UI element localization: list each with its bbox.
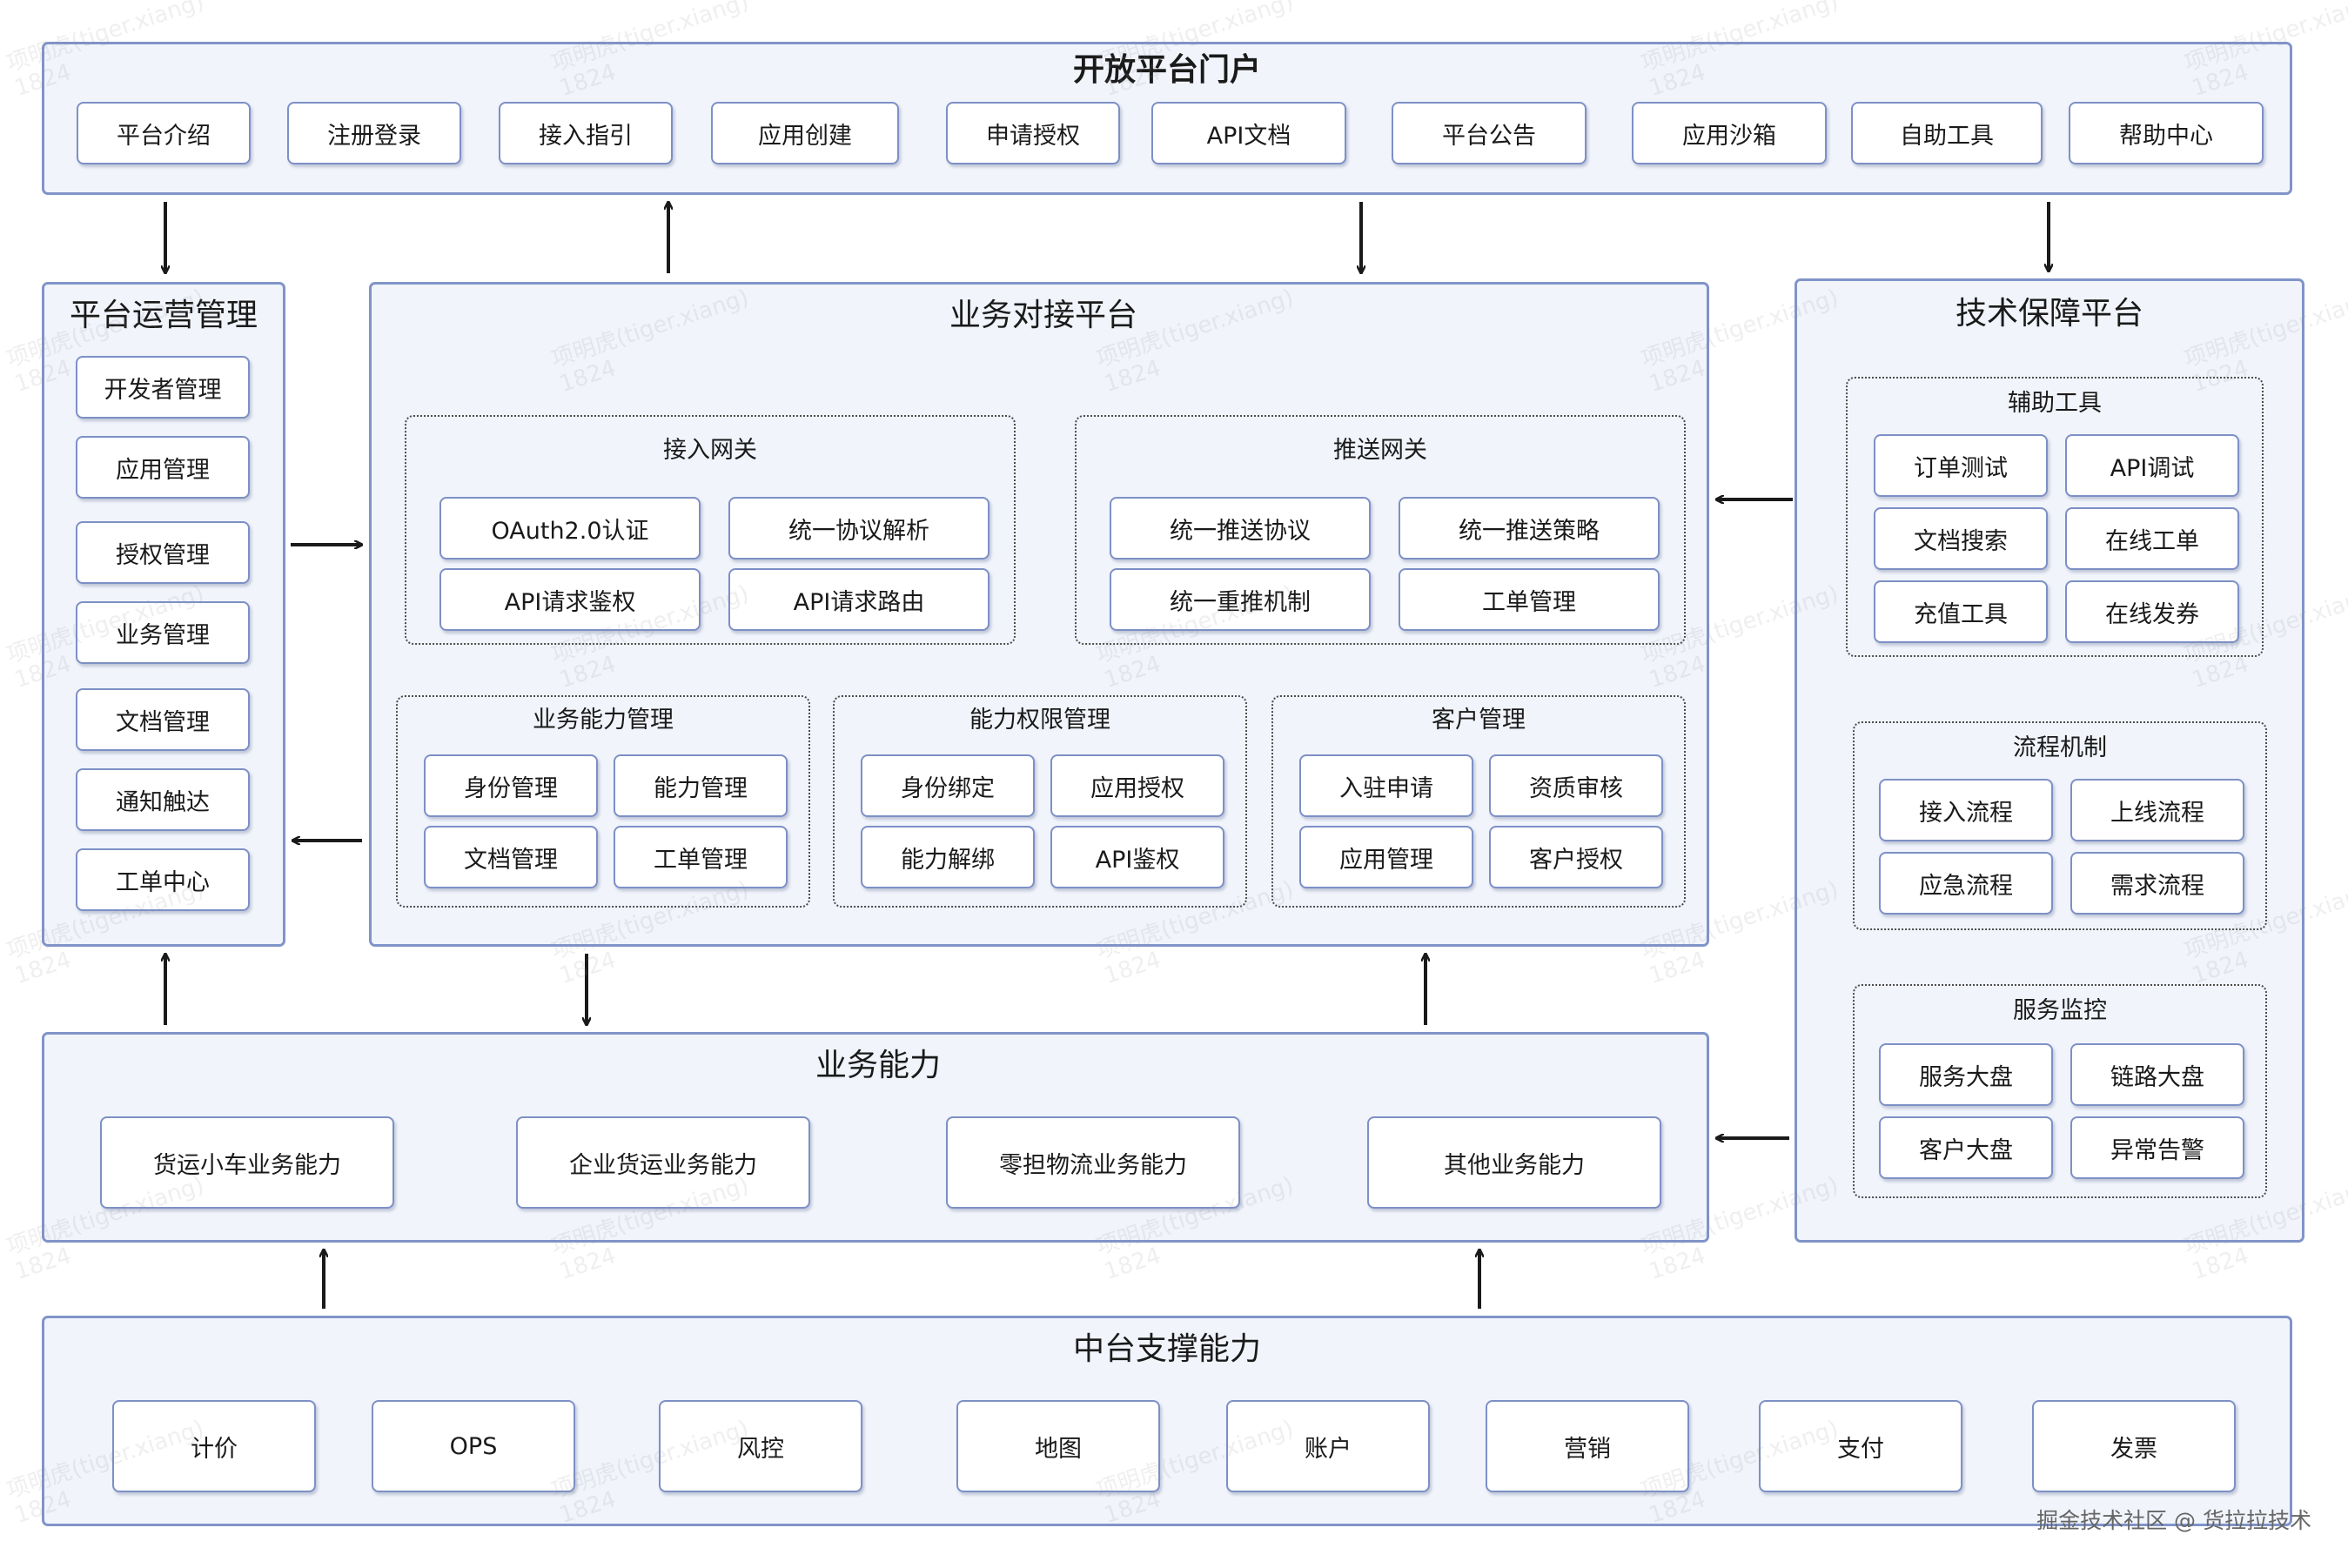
push-gateway-item[interactable]: 统一推送策略 (1399, 497, 1660, 560)
permission-mgmt-item[interactable]: API鉴权 (1050, 826, 1224, 888)
business-integration-panel: 业务对接平台 接入网关 OAuth2.0认证 统一协议解析 API请求鉴权 AP… (369, 282, 1709, 947)
monitor-item[interactable]: 服务大盘 (1879, 1043, 2053, 1106)
monitor-item[interactable]: 链路大盘 (2070, 1043, 2244, 1106)
aux-tools-item[interactable]: 在线工单 (2065, 507, 2239, 570)
capability-mgmt-item[interactable]: 身份管理 (424, 754, 598, 817)
middle-item[interactable]: 计价 (112, 1400, 316, 1492)
push-gateway-item[interactable]: 统一重推机制 (1110, 568, 1371, 631)
ops-title: 平台运营管理 (69, 298, 258, 333)
portal-item[interactable]: 自助工具 (1851, 102, 2043, 164)
permission-mgmt-item[interactable]: 能力解绑 (861, 826, 1035, 888)
aux-tools-item[interactable]: 充值工具 (1874, 580, 2048, 643)
tech-support-panel: 技术保障平台 辅助工具 订单测试 API调试 文档搜索 在线工单 充值工具 在线… (1795, 278, 2304, 1243)
process-item[interactable]: 应急流程 (1879, 852, 2053, 915)
biz-capability-item[interactable]: 货运小车业务能力 (100, 1116, 394, 1209)
monitor-item[interactable]: 客户大盘 (1879, 1116, 2053, 1179)
middle-item[interactable]: 账户 (1226, 1400, 1430, 1492)
portal-item[interactable]: 申请授权 (946, 102, 1120, 164)
aux-tools-item[interactable]: 订单测试 (1874, 434, 2048, 497)
aux-tools-title: 辅助工具 (2008, 390, 2102, 417)
middle-item[interactable]: 营销 (1486, 1400, 1689, 1492)
middle-item[interactable]: 地图 (956, 1400, 1160, 1492)
capability-mgmt-group: 业务能力管理 身份管理 能力管理 文档管理 工单管理 (396, 695, 810, 908)
permission-mgmt-group: 能力权限管理 身份绑定 应用授权 能力解绑 API鉴权 (833, 695, 1247, 908)
middle-item[interactable]: 支付 (1759, 1400, 1962, 1492)
biz-capability-item[interactable]: 零担物流业务能力 (946, 1116, 1240, 1209)
tech-title: 技术保障平台 (1955, 296, 2143, 332)
ops-item[interactable]: 文档管理 (76, 688, 250, 751)
aux-tools-item[interactable]: API调试 (2065, 434, 2239, 497)
middle-platform-panel: 中台支撑能力 计价 OPS 风控 地图 账户 营销 支付 发票 (42, 1316, 2292, 1526)
push-gateway-title: 推送网关 (1333, 437, 1427, 464)
middle-item[interactable]: OPS (372, 1400, 575, 1492)
monitor-item[interactable]: 异常告警 (2070, 1116, 2244, 1179)
process-item[interactable]: 上线流程 (2070, 779, 2244, 841)
process-item[interactable]: 接入流程 (1879, 779, 2053, 841)
capability-mgmt-title: 业务能力管理 (533, 707, 674, 734)
customer-mgmt-item[interactable]: 入驻申请 (1299, 754, 1473, 817)
monitor-group: 服务监控 服务大盘 链路大盘 客户大盘 异常告警 (1853, 984, 2267, 1198)
capability-mgmt-item[interactable]: 能力管理 (614, 754, 788, 817)
portal-item[interactable]: 帮助中心 (2069, 102, 2264, 164)
ops-item[interactable]: 应用管理 (76, 436, 250, 499)
permission-mgmt-item[interactable]: 身份绑定 (861, 754, 1035, 817)
customer-mgmt-item[interactable]: 客户授权 (1489, 826, 1663, 888)
process-title: 流程机制 (2013, 734, 2107, 761)
portal-title: 开放平台门户 (1072, 52, 1261, 88)
portal-item[interactable]: 平台介绍 (77, 102, 251, 164)
ops-item[interactable]: 授权管理 (76, 521, 250, 584)
customer-mgmt-item[interactable]: 应用管理 (1299, 826, 1473, 888)
monitor-title: 服务监控 (2013, 997, 2107, 1024)
access-gateway-item[interactable]: 统一协议解析 (728, 497, 990, 560)
customer-mgmt-title: 客户管理 (1432, 707, 1526, 734)
push-gateway-item[interactable]: 工单管理 (1399, 568, 1660, 631)
push-gateway-item[interactable]: 统一推送协议 (1110, 497, 1371, 560)
biz-capability-item[interactable]: 其他业务能力 (1367, 1116, 1661, 1209)
middle-title: 中台支撑能力 (1072, 1331, 1261, 1367)
customer-mgmt-item[interactable]: 资质审核 (1489, 754, 1663, 817)
aux-tools-group: 辅助工具 订单测试 API调试 文档搜索 在线工单 充值工具 在线发券 (1846, 377, 2264, 657)
access-gateway-item[interactable]: OAuth2.0认证 (439, 497, 701, 560)
process-group: 流程机制 接入流程 上线流程 应急流程 需求流程 (1853, 721, 2267, 930)
portal-item[interactable]: 注册登录 (287, 102, 461, 164)
ops-item[interactable]: 工单中心 (76, 848, 250, 911)
portal-item[interactable]: 平台公告 (1392, 102, 1587, 164)
permission-mgmt-item[interactable]: 应用授权 (1050, 754, 1224, 817)
access-gateway-group: 接入网关 OAuth2.0认证 统一协议解析 API请求鉴权 API请求路由 (405, 415, 1016, 645)
biz-platform-title: 业务对接平台 (949, 298, 1138, 333)
customer-mgmt-group: 客户管理 入驻申请 资质审核 应用管理 客户授权 (1271, 695, 1686, 908)
access-gateway-item[interactable]: API请求鉴权 (439, 568, 701, 631)
aux-tools-item[interactable]: 文档搜索 (1874, 507, 2048, 570)
middle-item[interactable]: 风控 (659, 1400, 862, 1492)
capability-mgmt-item[interactable]: 文档管理 (424, 826, 598, 888)
open-platform-portal-panel: 开放平台门户 平台介绍 注册登录 接入指引 应用创建 申请授权 API文档 平台… (42, 42, 2292, 195)
permission-mgmt-title: 能力权限管理 (969, 707, 1110, 734)
biz-capability-title: 业务能力 (815, 1048, 942, 1083)
capability-mgmt-item[interactable]: 工单管理 (614, 826, 788, 888)
access-gateway-item[interactable]: API请求路由 (728, 568, 990, 631)
ops-item[interactable]: 开发者管理 (76, 356, 250, 419)
ops-item[interactable]: 业务管理 (76, 601, 250, 664)
middle-item[interactable]: 发票 (2032, 1400, 2236, 1492)
ops-item[interactable]: 通知触达 (76, 768, 250, 831)
portal-item[interactable]: 接入指引 (499, 102, 673, 164)
biz-capability-item[interactable]: 企业货运业务能力 (516, 1116, 810, 1209)
portal-item[interactable]: API文档 (1151, 102, 1346, 164)
push-gateway-group: 推送网关 统一推送协议 统一推送策略 统一重推机制 工单管理 (1075, 415, 1686, 645)
process-item[interactable]: 需求流程 (2070, 852, 2244, 915)
platform-operations-panel: 平台运营管理 开发者管理 应用管理 授权管理 业务管理 文档管理 通知触达 工单… (42, 282, 285, 947)
business-capability-panel: 业务能力 货运小车业务能力 企业货运业务能力 零担物流业务能力 其他业务能力 (42, 1032, 1709, 1243)
portal-item[interactable]: 应用沙箱 (1632, 102, 1827, 164)
access-gateway-title: 接入网关 (663, 437, 757, 464)
aux-tools-item[interactable]: 在线发券 (2065, 580, 2239, 643)
footer-credit: 掘金技术社区 @ 货拉拉技术 (2036, 1508, 2311, 1533)
portal-item[interactable]: 应用创建 (711, 102, 899, 164)
